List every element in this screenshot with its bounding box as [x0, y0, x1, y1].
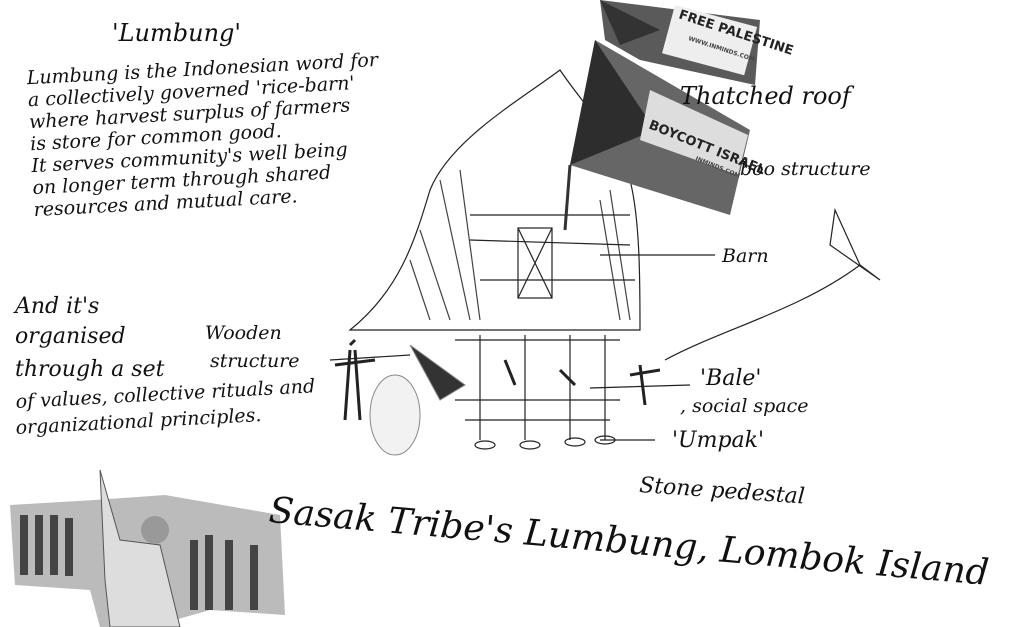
label-barn: Barn	[722, 245, 769, 267]
organised-line: organised	[15, 324, 126, 349]
title: 'Lumbung'	[112, 19, 241, 47]
label-thatched-roof: Thatched roof	[680, 82, 851, 110]
organised-paragraph: And it's organised through a set of valu…	[15, 292, 316, 440]
human-figure-left	[334, 338, 376, 421]
historical-photo-collage	[10, 469, 285, 627]
label-wooden: Wooden	[205, 322, 282, 344]
label-bamboo-structure: boo structure	[740, 158, 871, 180]
free-palestine-flag	[600, 0, 760, 85]
intro-paragraph: Lumbung is the Indonesian word for a col…	[26, 49, 385, 221]
kite-drawing	[664, 207, 881, 361]
organised-line: through a set	[15, 357, 165, 382]
label-social-space: , social space	[680, 395, 809, 417]
label-bale: 'Bale'	[700, 366, 762, 391]
label-umpak: 'Umpak'	[672, 428, 765, 453]
human-figure-right	[629, 364, 661, 406]
barn-door-drawing	[517, 227, 553, 299]
cartoon-sticker	[369, 344, 466, 456]
boycott-israel-flag	[563, 40, 750, 231]
label-structure: structure	[210, 350, 300, 372]
organised-line: And it's	[15, 294, 100, 319]
